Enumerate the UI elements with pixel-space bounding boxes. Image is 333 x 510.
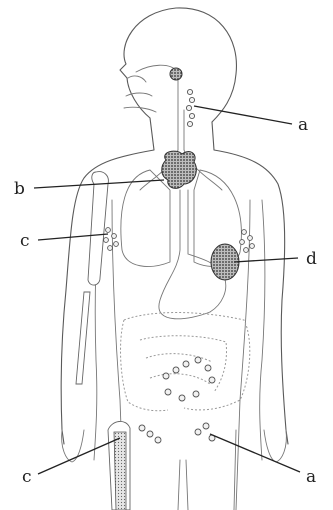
humerus [88,172,108,285]
leader-d [234,258,298,262]
bones [76,172,130,510]
label-c-arm: c [20,231,30,251]
cervical-lymph-nodes [186,89,194,126]
axillary-lymph-nodes-right [104,228,119,251]
label-d: d [306,249,317,269]
leader-c-leg [38,438,120,474]
leader-a-neck [194,106,292,124]
inguinal-lymph-nodes [139,423,215,443]
label-a-groin: a [306,467,316,487]
femur-marrow [114,432,126,510]
axillary-lymph-nodes-left [240,230,255,253]
label-a-neck: a [298,115,308,135]
label-c-leg: c [22,467,32,487]
mesenteric-lymph-nodes [163,357,215,401]
tonsil [170,68,182,80]
label-b: b [14,179,25,199]
radius [76,292,90,384]
thymus [162,151,197,188]
